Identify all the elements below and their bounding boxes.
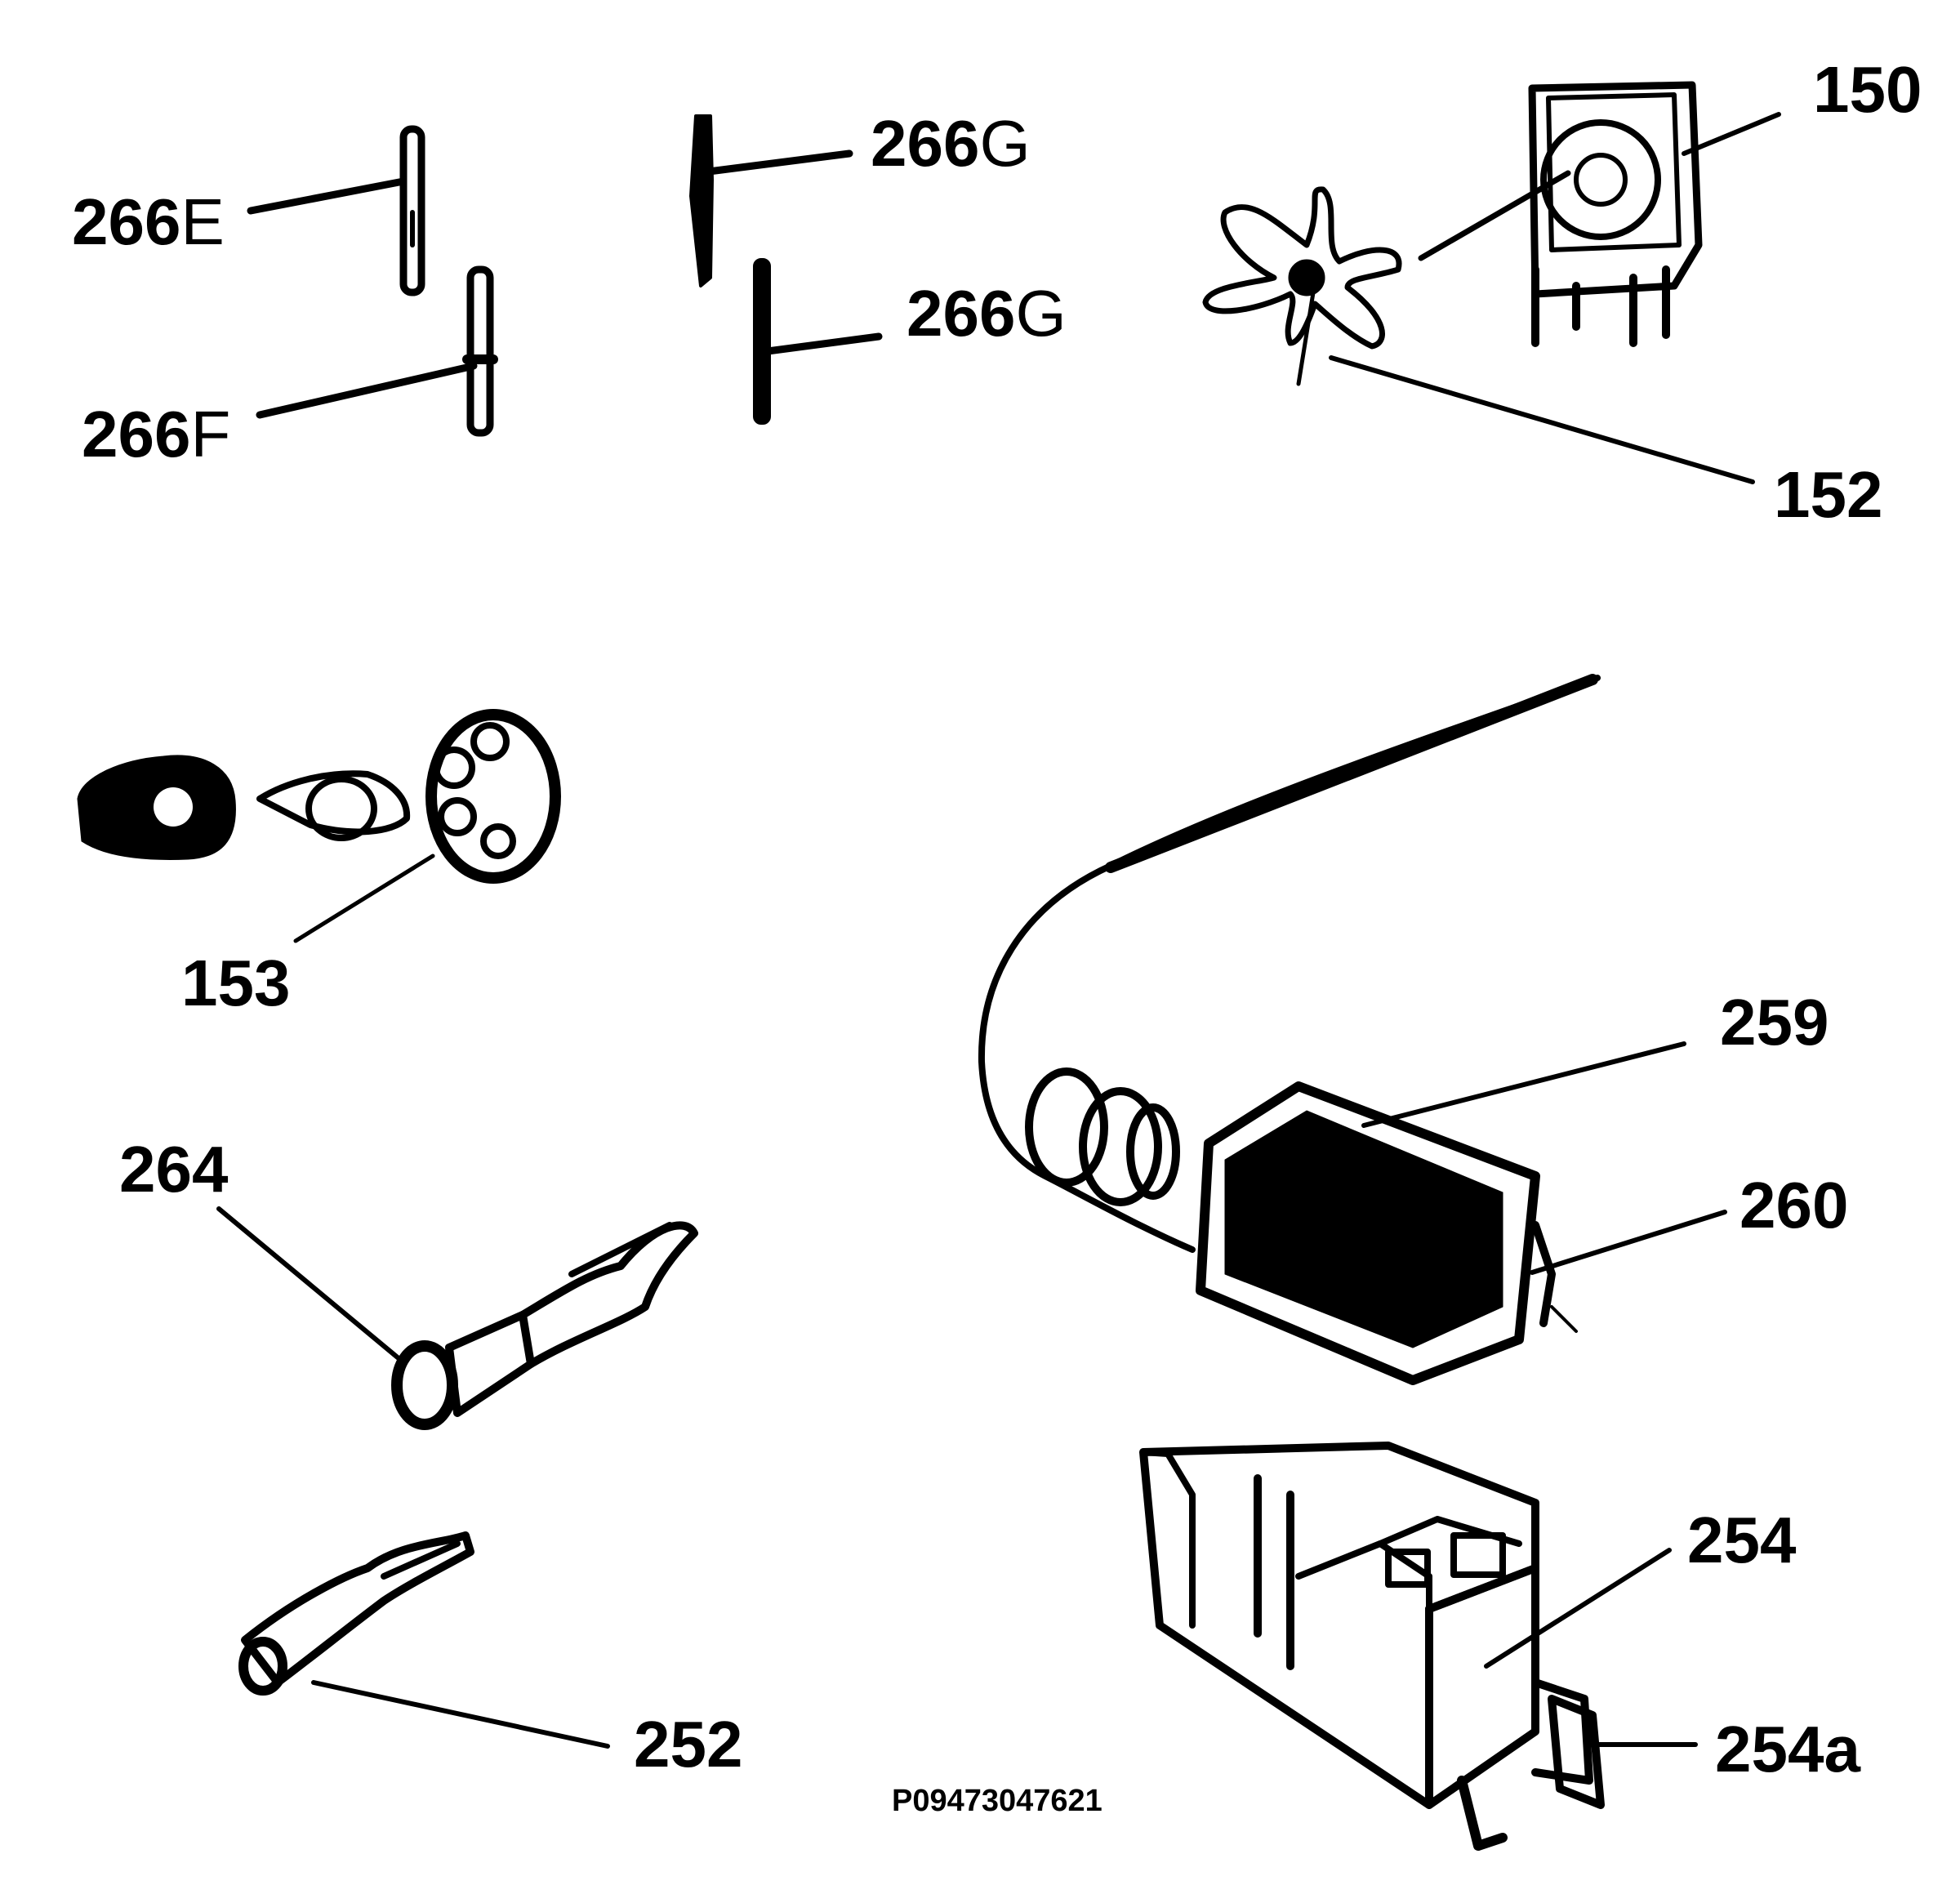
label-254: 254 <box>1687 1504 1797 1576</box>
label-259: 259 <box>1720 986 1829 1058</box>
label-266g-bottom-suffix: G <box>1015 277 1067 350</box>
part-266g-top-pin <box>689 114 853 287</box>
label-266e: 266E <box>72 189 225 255</box>
part-254a-bracket <box>1548 1695 1698 1809</box>
leader-152 <box>1329 355 1755 484</box>
label-266g-top-number: 266 <box>871 107 980 180</box>
leader-252 <box>311 1680 610 1749</box>
label-264: 264 <box>119 1133 229 1206</box>
part-254-ignition-unit <box>1139 1442 1672 1851</box>
part-153-lamp-assembly <box>77 709 561 943</box>
leader-264 <box>216 1206 406 1365</box>
part-260-knob <box>1530 1210 1727 1333</box>
part-266f-pin <box>256 265 498 437</box>
leader-260 <box>1530 1210 1727 1275</box>
label-260: 260 <box>1740 1169 1849 1241</box>
label-150: 150 <box>1813 53 1922 126</box>
label-266g-bottom-number: 266 <box>906 277 1016 350</box>
leader-266f <box>256 362 478 419</box>
leader-153 <box>293 853 435 943</box>
label-266g-top: 266G <box>871 111 1031 176</box>
part-266g-bottom-pin <box>753 258 883 425</box>
label-254a: 254a <box>1715 1713 1860 1785</box>
part-264-plug <box>216 1206 698 1430</box>
label-266f-number: 266 <box>82 398 191 470</box>
label-152: 152 <box>1774 458 1883 531</box>
label-266f: 266F <box>82 402 230 467</box>
label-153: 153 <box>181 947 291 1019</box>
label-266e-suffix: E <box>180 185 225 258</box>
drawing-code: P09473047621 <box>892 1784 1102 1818</box>
leader-266e <box>247 177 408 215</box>
part-252-connector <box>238 1531 610 1749</box>
part-152-fan <box>1202 186 1755 484</box>
label-252: 252 <box>634 1708 743 1780</box>
part-259-thermostat <box>978 674 1686 1385</box>
label-266g-bottom: 266G <box>906 281 1067 346</box>
label-266g-top-suffix: G <box>979 107 1031 180</box>
leader-254 <box>1484 1548 1672 1669</box>
leader-150 <box>1682 112 1781 156</box>
part-266e-pin <box>247 125 425 296</box>
part-150-motor <box>1418 81 1781 347</box>
label-266e-number: 266 <box>72 185 181 258</box>
leader-259 <box>1361 1041 1686 1128</box>
leader-266g-bottom <box>764 332 883 355</box>
label-266f-suffix: F <box>190 398 231 470</box>
leader-266g-top <box>705 149 853 176</box>
